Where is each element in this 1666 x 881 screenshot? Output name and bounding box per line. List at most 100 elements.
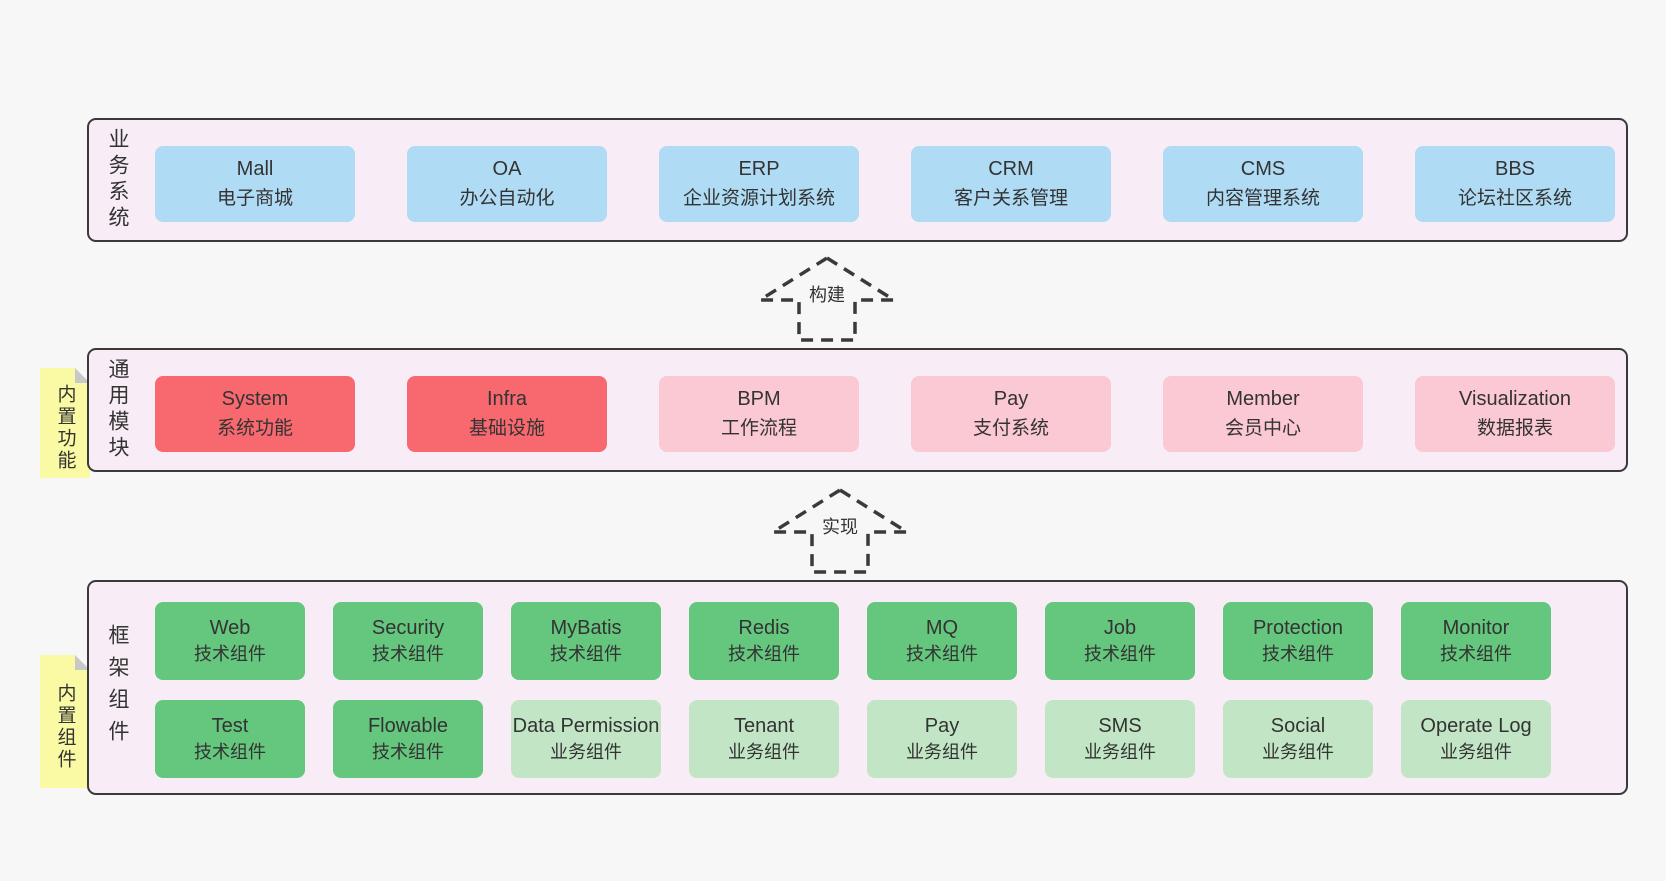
box-bpm: BPM 工作流程 [659,376,859,452]
box-title: Web [209,617,251,639]
box-subtitle: 业务组件 [1440,742,1512,762]
box-member: Member 会员中心 [1163,376,1363,452]
box-web: Web 技术组件 [155,602,305,680]
modules-box-row: System 系统功能 Infra 基础设施 BPM 工作流程 Pay 支付系统… [155,376,1615,452]
box-subtitle: 支付系统 [972,418,1049,439]
box-title: BPM [737,388,781,410]
box-title: BBS [1494,158,1536,180]
box-system: System 系统功能 [155,376,355,452]
box-bbs: BBS 论坛社区系统 [1415,146,1615,222]
box-title: CMS [1240,158,1286,180]
box-infra: Infra 基础设施 [407,376,607,452]
box-subtitle: 论坛社区系统 [1457,188,1572,209]
box-title: Protection [1252,617,1344,639]
box-pay-system: Pay 支付系统 [911,376,1111,452]
box-job: Job 技术组件 [1045,602,1195,680]
box-subtitle: 基础设施 [468,418,545,439]
box-sms: SMS 业务组件 [1045,700,1195,778]
box-title: Pay [924,715,960,737]
box-oa: OA 办公自动化 [407,146,607,222]
up-arrow-icon [757,255,897,342]
box-title: Visualization [1459,388,1571,410]
box-subtitle: 工作流程 [720,418,797,439]
build-arrow: 构建 [757,255,897,343]
box-tenant: Tenant 业务组件 [689,700,839,778]
box-title: Member [1226,388,1300,410]
box-title: SMS [1098,715,1142,737]
box-redis: Redis 技术组件 [689,602,839,680]
box-subtitle: 技术组件 [906,644,978,664]
implement-arrow: 实现 [770,487,910,575]
box-subtitle: 业务组件 [906,742,978,762]
box-subtitle: 办公自动化 [459,188,555,209]
box-subtitle: 企业资源计划系统 [682,188,835,209]
box-title: Job [1103,617,1137,639]
common-modules-band: 通用模块 System 系统功能 Infra 基础设施 BPM 工作流程 Pay… [87,348,1628,472]
box-subtitle: 技术组件 [1084,644,1156,664]
box-title: Infra [486,388,528,410]
box-subtitle: 业务组件 [1084,742,1156,762]
box-subtitle: 系统功能 [216,418,293,439]
box-subtitle: 数据报表 [1476,418,1553,439]
box-subtitle: 业务组件 [728,742,800,762]
box-mq: MQ 技术组件 [867,602,1017,680]
box-subtitle: 业务组件 [550,742,622,762]
box-title: Flowable [367,715,449,737]
note-text: 内置组件 [54,682,76,771]
box-title: Test [211,715,249,737]
box-erp: ERP 企业资源计划系统 [659,146,859,222]
box-title: ERP [738,158,780,180]
box-title: Social [1270,715,1326,737]
band-label-components: 框架组件 [106,623,129,752]
box-title: Operate Log [1420,715,1532,737]
box-subtitle: 技术组件 [1440,644,1512,664]
box-monitor: Monitor 技术组件 [1401,602,1551,680]
business-systems-band: 业务系统 Mall 电子商城 OA 办公自动化 ERP 企业资源计划系统 CRM… [87,118,1628,242]
up-arrow-icon [770,487,910,574]
box-test: Test 技术组件 [155,700,305,778]
box-protection: Protection 技术组件 [1223,602,1373,680]
box-title: MyBatis [550,617,622,639]
box-subtitle: 电子商城 [216,188,293,209]
box-subtitle: 技术组件 [550,644,622,664]
box-mybatis: MyBatis 技术组件 [511,602,661,680]
box-subtitle: 技术组件 [372,742,444,762]
components-row-2: Test 技术组件 Flowable 技术组件 Data Permission … [155,700,1551,778]
box-subtitle: 技术组件 [372,644,444,664]
box-crm: CRM 客户关系管理 [911,146,1111,222]
business-box-row: Mall 电子商城 OA 办公自动化 ERP 企业资源计划系统 CRM 客户关系… [155,146,1615,222]
components-row-1: Web 技术组件 Security 技术组件 MyBatis 技术组件 Redi… [155,602,1551,680]
box-title: Data Permission [512,715,660,737]
built-in-components-note: 内置组件 [40,655,90,788]
box-data-permission: Data Permission 业务组件 [511,700,661,778]
box-mall: Mall 电子商城 [155,146,355,222]
box-flowable: Flowable 技术组件 [333,700,483,778]
box-subtitle: 技术组件 [194,742,266,762]
box-title: Redis [738,617,790,639]
box-subtitle: 业务组件 [1262,742,1334,762]
box-subtitle: 技术组件 [194,644,266,664]
build-arrow-label: 构建 [806,279,848,308]
box-social: Social 业务组件 [1223,700,1373,778]
box-title: Monitor [1442,617,1510,639]
box-title: Tenant [733,715,795,737]
box-title: CRM [988,158,1034,180]
box-title: Pay [993,388,1029,410]
box-operate-log: Operate Log 业务组件 [1401,700,1551,778]
box-pay-component: Pay 业务组件 [867,700,1017,778]
band-label-modules: 通用模块 [106,358,129,462]
built-in-functions-note: 内置功能 [40,368,90,478]
box-visualization: Visualization 数据报表 [1415,376,1615,452]
box-title: MQ [925,617,959,639]
box-title: Mall [236,158,274,180]
box-cms: CMS 内容管理系统 [1163,146,1363,222]
box-subtitle: 客户关系管理 [953,188,1068,209]
box-title: System [221,388,289,410]
band-label-business: 业务系统 [106,128,129,232]
box-subtitle: 内容管理系统 [1205,188,1320,209]
box-subtitle: 技术组件 [1262,644,1334,664]
box-subtitle: 技术组件 [728,644,800,664]
box-title: OA [492,158,522,180]
note-text: 内置功能 [54,384,76,472]
box-title: Security [371,617,445,639]
